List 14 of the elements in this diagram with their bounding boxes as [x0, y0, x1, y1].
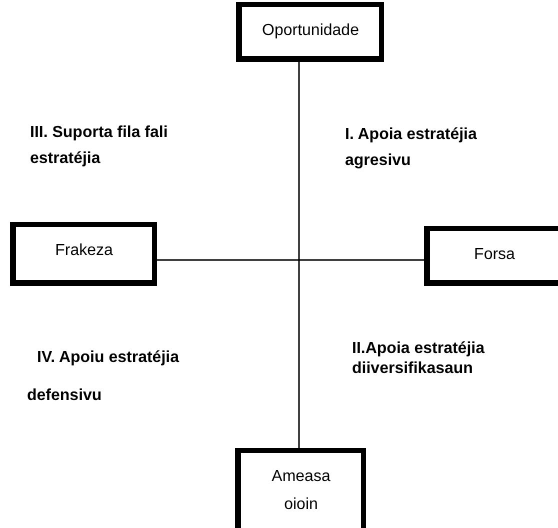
quadrant-label: III. Suporta fila fali estratéjia	[30, 123, 169, 169]
opportunity-box	[236, 2, 384, 62]
threat-box	[235, 448, 366, 528]
node-label: Ameasa oioin	[270, 467, 332, 515]
connector-line	[298, 62, 300, 448]
strength-box	[424, 226, 558, 286]
quadrant-label: II.Apoia estratéjia diiversifikasaun	[352, 339, 486, 379]
connector-line	[157, 259, 424, 261]
weakness-box	[10, 222, 157, 286]
node-label: Oportunidade	[262, 21, 359, 41]
quadrant-label: I. Apoia estratéjia agresivu	[345, 125, 478, 171]
node-label: Frakeza	[55, 241, 113, 261]
node-label: Forsa	[474, 245, 515, 265]
quadrant-label: IV. Apoiu estratéjia defensivu	[27, 348, 180, 406]
